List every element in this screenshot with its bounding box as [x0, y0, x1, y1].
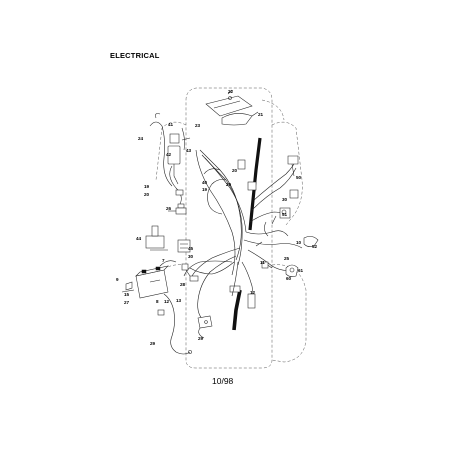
callout-23: 23 [195, 123, 201, 128]
callout-10: 25 [284, 256, 290, 261]
callout-20b: 19 [202, 187, 208, 192]
callout-40: 20 [232, 168, 238, 173]
callout-30b: 12 [250, 290, 256, 295]
callout-21: 21 [258, 112, 264, 117]
callout-28: 29 [150, 341, 156, 346]
key-switch-group [145, 225, 191, 277]
callout-50: 50 [296, 175, 302, 180]
callout-30a: 51 [282, 212, 288, 217]
callout-42: 42 [166, 152, 172, 157]
chassis-outline [153, 87, 307, 369]
page-code: 10/98 [212, 376, 234, 386]
callout-13: 28 [180, 282, 186, 287]
callout-41: 41 [168, 122, 174, 127]
callout-19a: 19 [144, 184, 150, 189]
callout-26b: 30 [282, 197, 288, 202]
right-lower-parts [247, 236, 319, 309]
callout-8: 12 [164, 299, 170, 304]
callout-44: 45 [188, 246, 194, 251]
callout-25: 52 [312, 244, 318, 249]
callout-24: 24 [138, 136, 144, 141]
callout-26a: 26 [166, 206, 172, 211]
right-connector-group [237, 155, 299, 237]
left-switch-group [149, 113, 191, 209]
callout-20a: 20 [144, 192, 150, 197]
callout-60: 61 [298, 268, 304, 273]
ignition-module-top [205, 89, 259, 126]
wiring-bundle [183, 149, 303, 323]
callout-11: 44 [136, 236, 142, 241]
battery-cable [157, 275, 213, 355]
callout-52: 60 [286, 276, 292, 281]
callout-7: 8 [156, 299, 159, 304]
page-title: ELECTRICAL [110, 51, 160, 60]
callout-15: 27 [124, 300, 130, 305]
callout-51: 29 [226, 182, 232, 187]
callout-45: 30 [188, 254, 194, 259]
callout-43: 43 [186, 148, 192, 153]
callout-61: 11 [260, 260, 265, 265]
fuse-holder-26 [168, 207, 187, 215]
battery [121, 260, 177, 299]
callout-27: 7 [162, 258, 165, 263]
callout-22: 22 [228, 89, 234, 94]
callout-labels: 22 21 23 24 41 42 43 19 20 40 19 20 50 2… [116, 89, 318, 346]
callout-9: 15 [124, 292, 130, 297]
callout-29a: 10 [296, 240, 302, 245]
callout-12b: 13 [176, 298, 182, 303]
callout-19b: 40 [202, 180, 208, 185]
callout-29b: 29 [198, 336, 204, 341]
callout-12a: 9 [116, 277, 119, 282]
